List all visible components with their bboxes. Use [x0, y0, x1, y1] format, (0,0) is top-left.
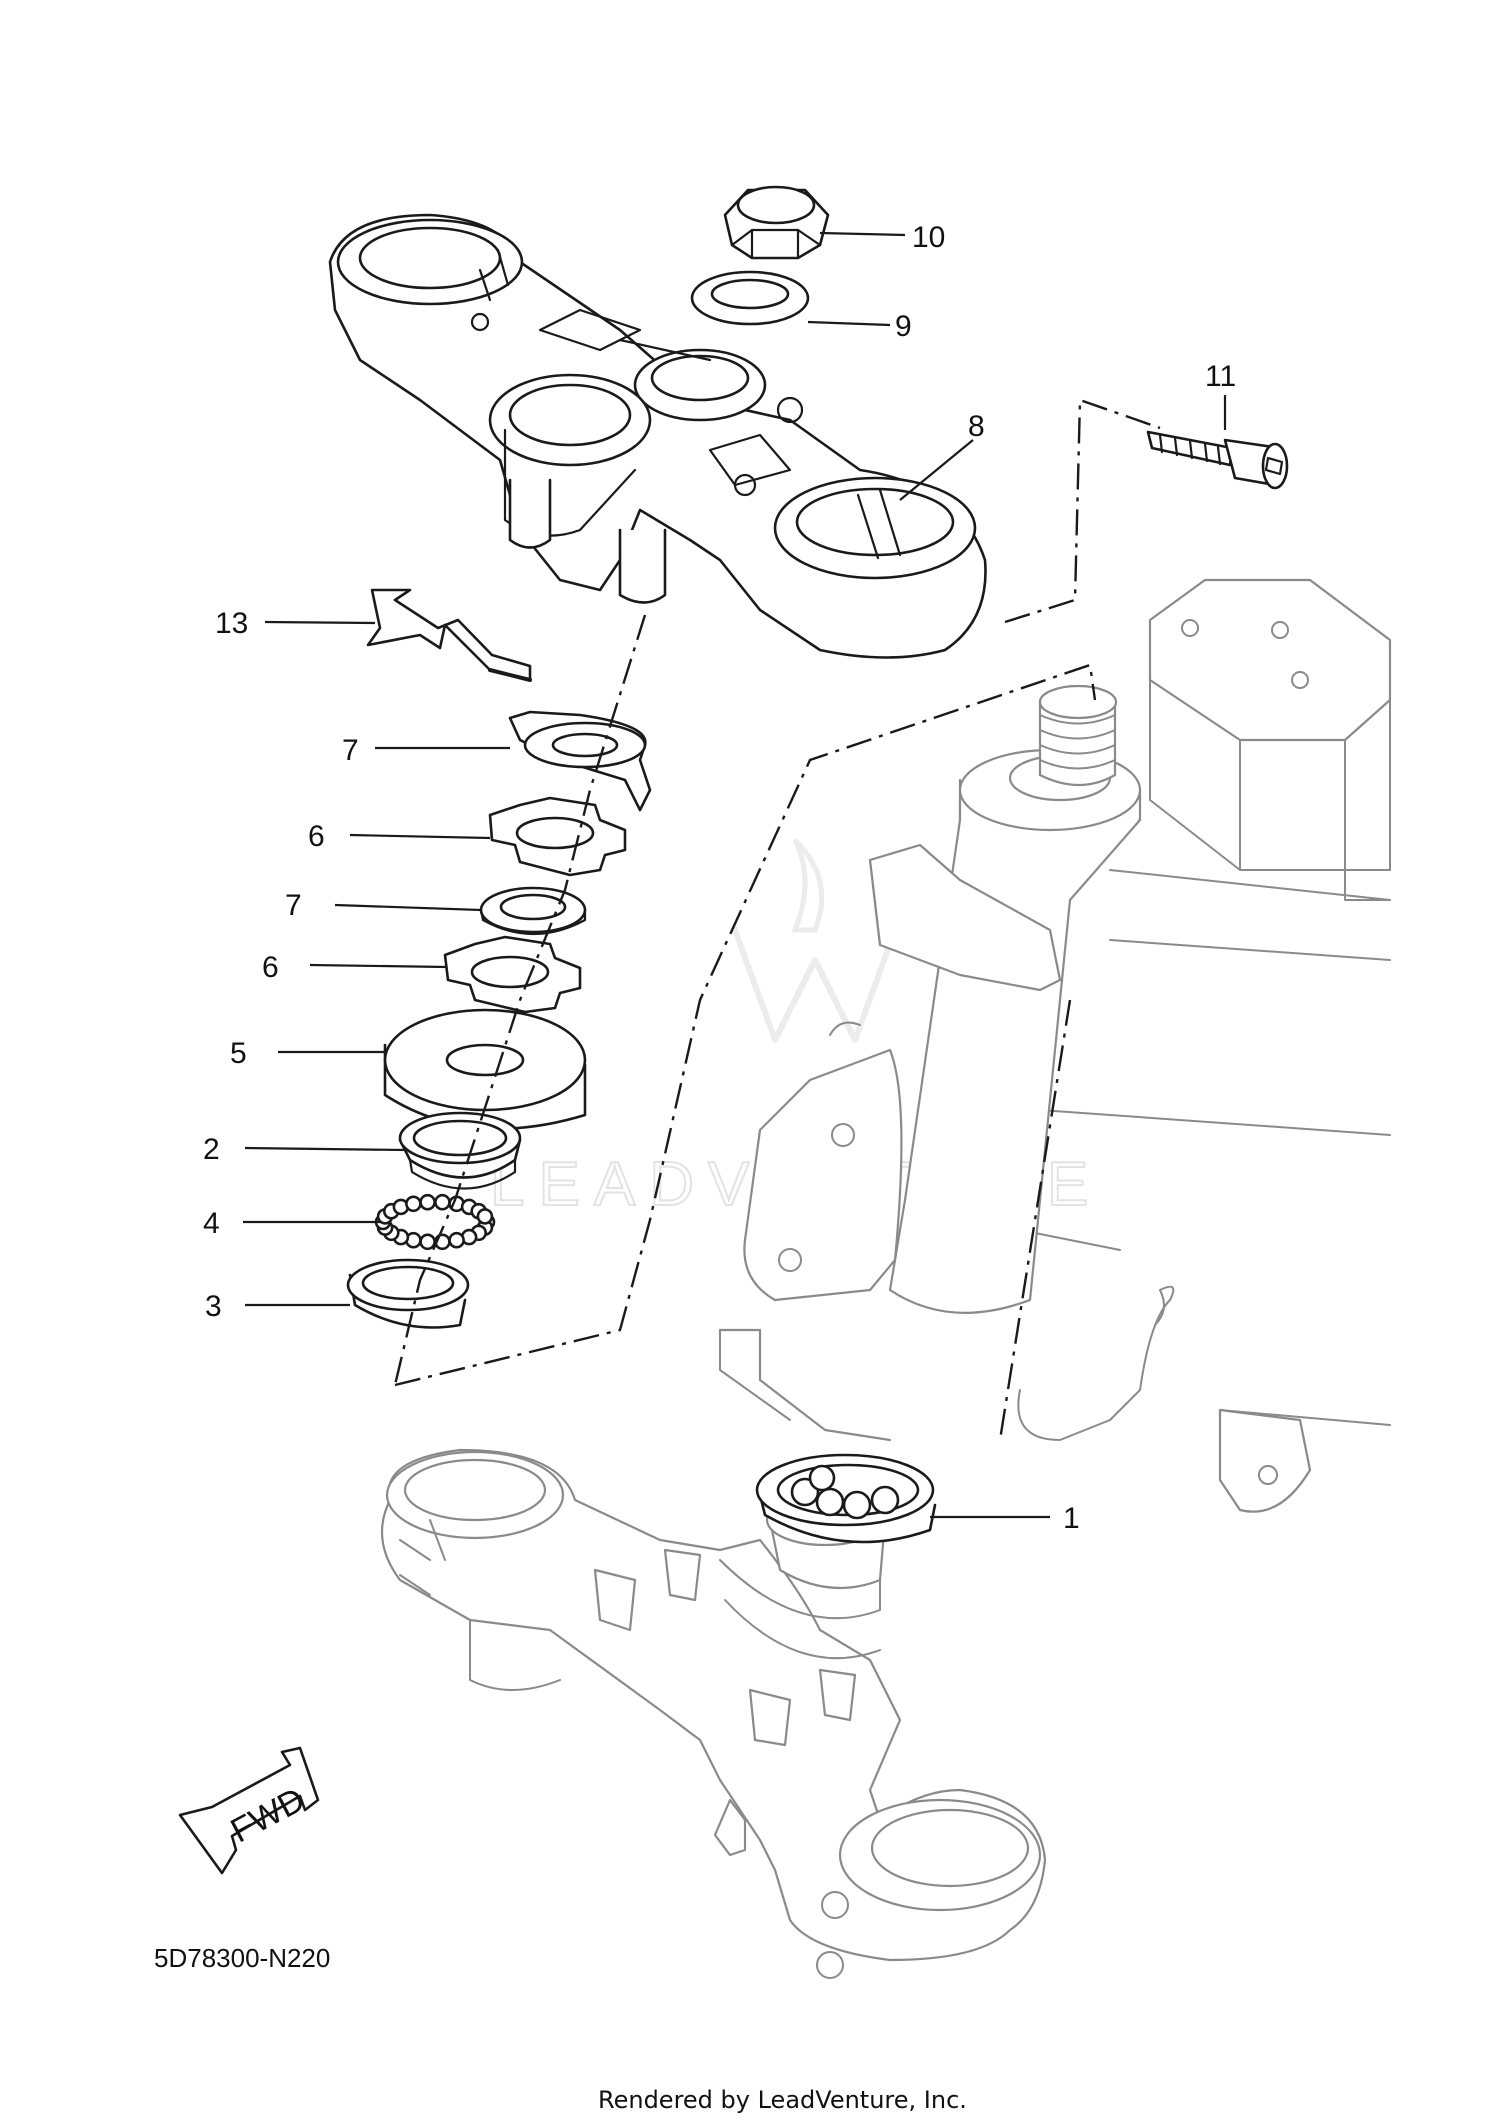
upper-bracket	[328, 213, 987, 659]
callouts: 10 9 11 8 13 7 6 7 6 5 2 4 3 1	[203, 221, 1236, 1535]
callout-12: 11	[1205, 360, 1236, 393]
callout-5: 5	[230, 1037, 247, 1070]
callout-3: 3	[205, 1290, 222, 1323]
frame-head-pipe	[718, 578, 1392, 1513]
ball-bearing	[374, 1193, 496, 1251]
washer	[690, 270, 810, 326]
bearing-race-lower	[346, 1258, 470, 1329]
callout-6b: 6	[262, 951, 279, 984]
callout-11: 10	[912, 221, 945, 254]
footer-credit: Rendered by LeadVenture, Inc.	[598, 2086, 967, 2114]
bearing-ball	[419, 1233, 436, 1251]
under-bracket	[380, 1448, 1047, 1979]
lock-washer	[508, 710, 652, 812]
callout-6a: 6	[308, 820, 325, 853]
callout-9: 8	[968, 410, 985, 443]
rubber-washer	[479, 886, 587, 935]
nut	[723, 185, 830, 260]
bolt	[1146, 430, 1289, 490]
bearing-ball	[448, 1231, 465, 1249]
callout-10: 9	[895, 310, 912, 343]
fwd-arrow: FWD	[178, 1746, 320, 1875]
assembly-lines	[393, 398, 1161, 1441]
bearing-ball	[419, 1193, 436, 1211]
bearing-ball	[476, 1208, 494, 1225]
callout-8: 7	[342, 734, 359, 767]
callout-13: 13	[215, 607, 248, 640]
callout-1: 1	[1063, 1502, 1080, 1535]
diagram-code: 5D78300-N220	[154, 1943, 330, 1973]
cable-guide	[366, 588, 532, 682]
bearing-ball	[434, 1193, 451, 1211]
ring-nut-upper	[488, 796, 627, 877]
callout-7: 7	[285, 889, 302, 922]
callout-2: 2	[203, 1133, 220, 1166]
ring-nut-lower	[443, 935, 582, 1014]
bearing-race-upper	[398, 1111, 522, 1190]
tapered-bearing	[755, 1453, 937, 1544]
bearing-ball	[405, 1195, 422, 1213]
callout-4: 4	[203, 1207, 220, 1240]
